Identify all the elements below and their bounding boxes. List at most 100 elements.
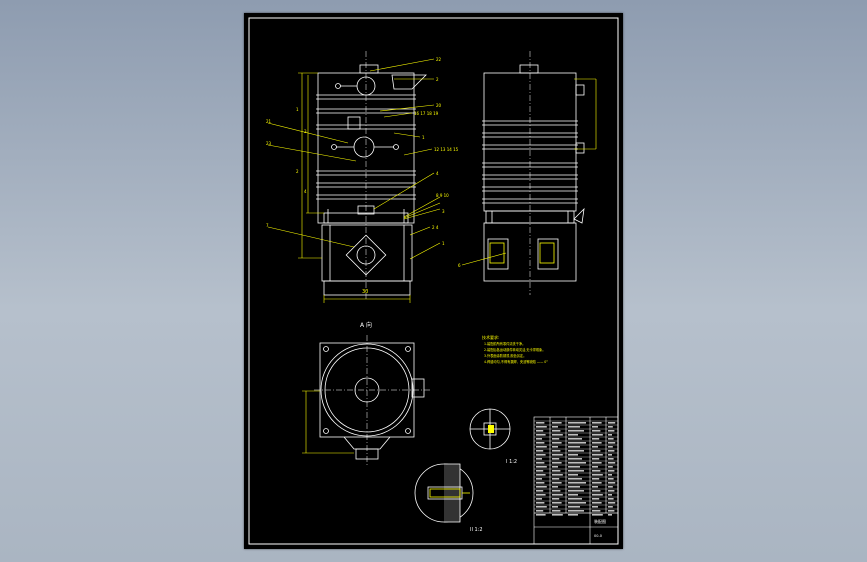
parts-cell-glyphs xyxy=(568,474,578,476)
parts-cell-glyphs xyxy=(552,506,558,508)
side-dim-2: 2 xyxy=(296,169,299,174)
side-view xyxy=(482,51,585,295)
parts-cell-glyphs xyxy=(536,474,546,476)
notes-heading: 技术要求: xyxy=(482,334,499,340)
parts-cell-glyphs xyxy=(592,458,600,460)
parts-cell-glyphs xyxy=(608,462,616,464)
label-23: 23 xyxy=(266,141,272,146)
parts-cell-glyphs xyxy=(552,434,563,436)
parts-cell-glyphs xyxy=(608,514,612,516)
side-view-details xyxy=(461,78,597,266)
parts-cell-glyphs xyxy=(552,502,562,504)
label-2: 2 xyxy=(436,77,439,82)
parts-cell-glyphs xyxy=(536,514,546,516)
side-view-bearings xyxy=(489,242,555,264)
parts-cell-glyphs xyxy=(552,430,561,432)
parts-cell-glyphs xyxy=(552,470,561,472)
lower-housing xyxy=(321,224,413,282)
parts-cell-glyphs xyxy=(568,470,584,472)
parts-cell-glyphs xyxy=(552,446,558,448)
parts-cell-glyphs xyxy=(568,458,582,460)
parts-cell-glyphs xyxy=(592,466,598,468)
parts-cell-glyphs xyxy=(552,454,563,456)
parts-cell-glyphs xyxy=(552,466,558,468)
parts-cell-glyphs xyxy=(552,498,560,500)
parts-cell-glyphs xyxy=(552,458,560,460)
parts-cell-glyphs xyxy=(608,458,614,460)
parts-cell-glyphs xyxy=(536,438,542,440)
parts-cell-glyphs xyxy=(592,474,603,476)
detail-i-label: I 1:2 xyxy=(506,459,517,465)
parts-cell-glyphs xyxy=(608,502,616,504)
parts-cell-glyphs xyxy=(608,430,615,432)
parts-cell-glyphs xyxy=(608,474,612,476)
note-line-2: 2.装配后各运动部件转动灵活,无卡滞现象。 xyxy=(484,347,545,352)
label-20: 20 xyxy=(436,103,442,108)
parts-list-fill xyxy=(536,422,616,516)
parts-cell-glyphs xyxy=(608,470,615,472)
top-cap xyxy=(359,64,379,74)
parts-cell-glyphs xyxy=(536,462,545,464)
parts-cell-glyphs xyxy=(592,506,598,508)
parts-cell-glyphs xyxy=(608,498,614,500)
drawing-sheet[interactable]: 30 1 2 3 4 22 xyxy=(244,13,623,549)
parts-cell-glyphs xyxy=(536,498,542,500)
technical-notes: 技术要求: 1.装配前所有零件清洗干净。 2.装配后各运动部件转动灵活,无卡滞现… xyxy=(482,334,548,364)
label-16-19: 16 17 18 19 xyxy=(414,111,439,116)
parts-cell-glyphs xyxy=(552,494,563,496)
parts-cell-glyphs xyxy=(592,494,603,496)
parts-cell-glyphs xyxy=(568,490,584,492)
parts-cell-glyphs xyxy=(608,454,612,456)
label-21: 21 xyxy=(266,119,272,124)
parts-cell-glyphs xyxy=(552,462,562,464)
parts-cell-glyphs xyxy=(552,474,563,476)
label-1-top: 1 xyxy=(422,135,425,140)
parts-cell-glyphs xyxy=(568,506,580,508)
parts-cell-glyphs xyxy=(592,502,602,504)
parts-cell-glyphs xyxy=(552,510,561,512)
detail-ii xyxy=(414,463,474,523)
parts-cell-glyphs xyxy=(536,450,544,452)
parts-cell-glyphs xyxy=(552,486,558,488)
parts-cell-glyphs xyxy=(592,422,602,424)
parts-cell-glyphs xyxy=(592,446,598,448)
parts-cell-glyphs xyxy=(536,442,545,444)
parts-cell-glyphs xyxy=(592,490,601,492)
parts-cell-glyphs xyxy=(568,442,586,444)
parts-cell-glyphs xyxy=(536,482,545,484)
middle-port xyxy=(353,136,375,158)
parts-cell-glyphs xyxy=(608,490,615,492)
note-line-4: 4.焊缝均匀,不得有漏焊、夹渣等缺陷 —— 0° xyxy=(484,359,548,364)
side-dim-3: 3 xyxy=(304,129,307,134)
parts-cell-glyphs xyxy=(568,450,584,452)
parts-cell-glyphs xyxy=(552,514,563,516)
front-view xyxy=(316,51,427,299)
parts-cell-glyphs xyxy=(592,438,600,440)
note-line-3: 3.外表面涂防锈漆,颜色另定。 xyxy=(484,353,526,358)
parts-cell-glyphs xyxy=(568,486,580,488)
parts-cell-glyphs xyxy=(608,506,613,508)
parts-cell-glyphs xyxy=(592,482,602,484)
parts-cell-glyphs xyxy=(536,434,546,436)
parts-cell-glyphs xyxy=(592,486,598,488)
parts-cell-glyphs xyxy=(608,466,613,468)
parts-cell-glyphs xyxy=(536,490,544,492)
rotor xyxy=(345,234,387,276)
parts-cell-glyphs xyxy=(608,442,616,444)
parts-cell-glyphs xyxy=(592,434,603,436)
parts-cell-glyphs xyxy=(536,422,545,424)
parts-cell-glyphs xyxy=(536,486,547,488)
parts-cell-glyphs xyxy=(608,426,613,428)
front-view-dimensions xyxy=(298,72,411,303)
detail-ii-bolt xyxy=(429,488,470,498)
parts-cell-glyphs xyxy=(568,514,578,516)
parts-cell-glyphs xyxy=(568,434,578,436)
parts-cell-glyphs xyxy=(536,494,546,496)
parts-cell-glyphs xyxy=(568,494,578,496)
parts-cell-glyphs xyxy=(536,430,544,432)
parts-cell-glyphs xyxy=(552,426,558,428)
parts-cell-glyphs xyxy=(592,442,602,444)
parts-cell-glyphs xyxy=(568,482,586,484)
plan-view-dimensions xyxy=(302,390,354,454)
